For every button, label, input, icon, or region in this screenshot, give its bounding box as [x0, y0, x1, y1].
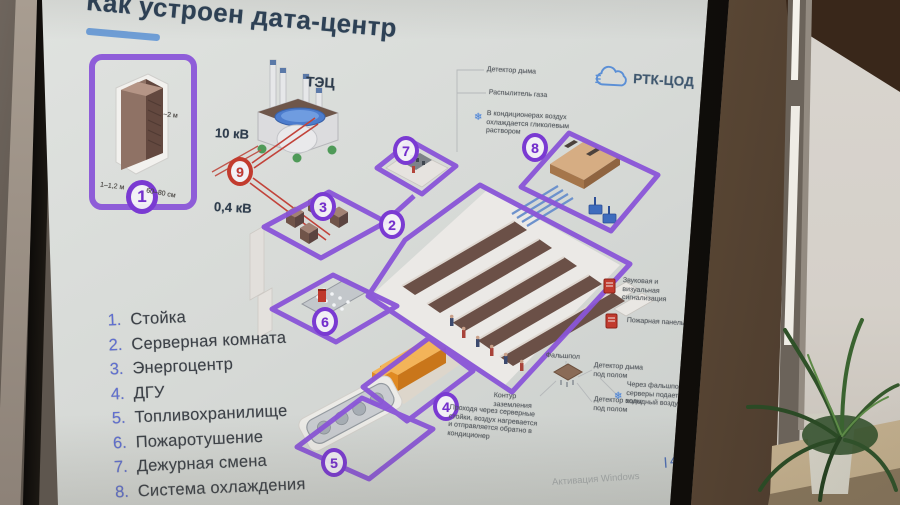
- marker-fuel: 5: [321, 448, 347, 477]
- marker-cooling: 8: [522, 133, 548, 162]
- rack-illustration: [115, 73, 169, 175]
- alarm-label: Звуковая и визуальная сигнализация: [621, 277, 667, 304]
- company-logo: РТК-ЦОД: [591, 62, 695, 95]
- marker-energy-center: 3: [310, 192, 336, 221]
- glycol-cooling-label: В кондиционерах воздух охлаждается глико…: [485, 110, 570, 136]
- marker-duty: 7: [393, 136, 419, 165]
- high-voltage-label: 10 кВ: [214, 125, 250, 142]
- rack-height-label: ~2 м: [162, 111, 179, 120]
- fire-panel-icon: [605, 313, 618, 329]
- floor-tile-icon: [552, 363, 584, 387]
- callout-lines: [456, 69, 619, 403]
- tec-label: ТЭЦ: [305, 73, 336, 91]
- snowflake-icon: ❄: [614, 391, 623, 402]
- logo-text: РТК-ЦОД: [632, 70, 695, 89]
- people-figures: [449, 314, 524, 371]
- potted-plant: [746, 318, 900, 502]
- cloud-icon: [595, 65, 627, 87]
- marker-server-room: 2: [379, 210, 405, 239]
- low-voltage-label: 0,4 кВ: [213, 199, 252, 216]
- marker-rack: 1: [126, 180, 158, 214]
- fuel-tank-illustration: [298, 375, 403, 452]
- marker-substation: 9: [227, 157, 253, 186]
- server-rack-rows: [401, 220, 625, 366]
- building-shells: [249, 190, 655, 385]
- legend-list: 1.Стойка 2.Серверная комната 3.Энергоцен…: [97, 303, 306, 505]
- smoke-under-floor-label: Детектор дыма под полом: [593, 362, 644, 380]
- cooling-plant-illustration: [511, 140, 620, 227]
- marker-dgu: 4: [433, 392, 459, 421]
- alarm-box-icon: [603, 278, 616, 294]
- snowflake-icon: ❄: [474, 112, 483, 123]
- marker-fire: 6: [312, 307, 338, 336]
